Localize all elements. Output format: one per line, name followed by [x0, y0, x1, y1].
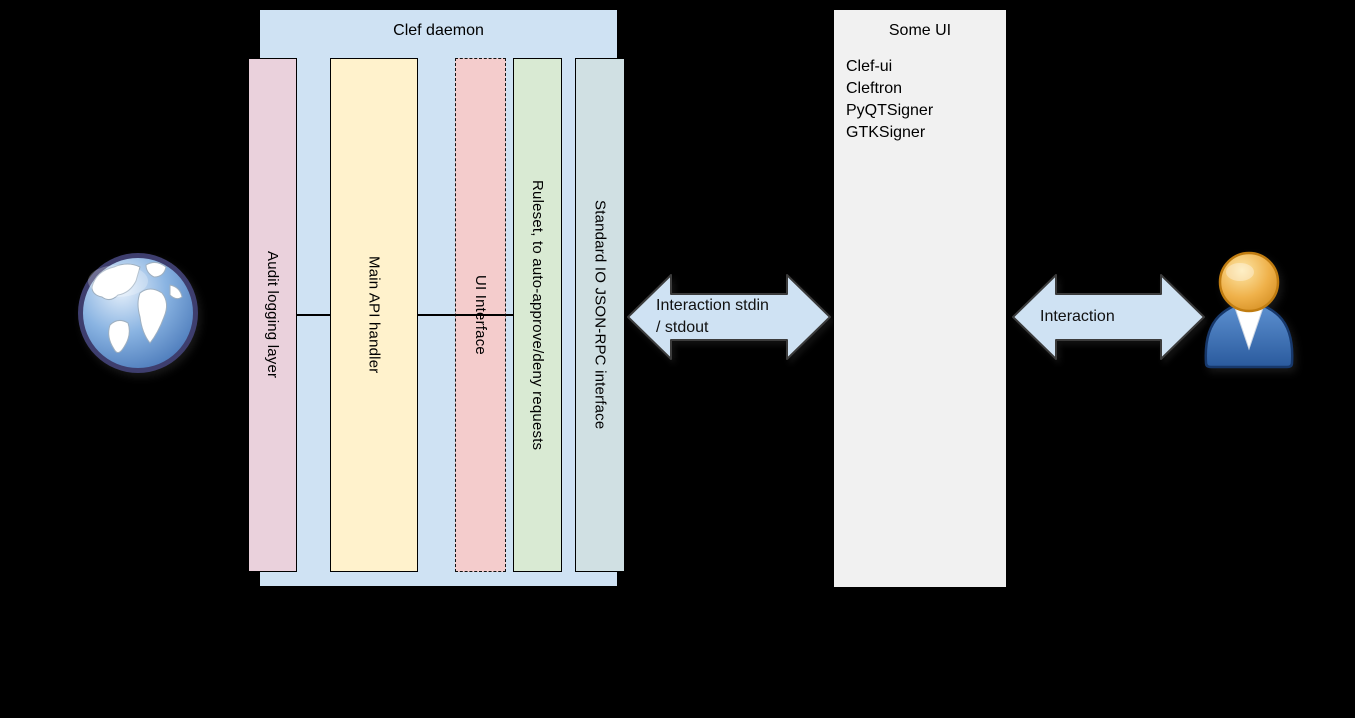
connector-line-api-to-ruleset: [418, 314, 514, 316]
column-stdio-jsonrpc: Standard IO JSON-RPC interface: [575, 58, 625, 572]
column-label-main-api-handler: Main API handler: [365, 256, 383, 374]
some-ui-title: Some UI: [888, 22, 952, 39]
some-ui-box: Some UI Clef-ui Cleftron PyQTSigner GTKS…: [833, 9, 1007, 588]
some-ui-item-cleftron: Cleftron: [846, 80, 903, 97]
column-label-ruleset: Ruleset, to auto-approve/deny requests: [529, 179, 546, 451]
user-icon: [1204, 251, 1294, 369]
stdin-stdout-arrow: [627, 274, 831, 360]
interaction-arrow: [1012, 274, 1205, 360]
some-ui-item-pyqtsigner: PyQTSigner: [846, 102, 934, 119]
globe-icon: [78, 253, 198, 373]
clef-daemon-box: Clef daemon: [259, 9, 618, 587]
some-ui-list: Clef-ui Cleftron PyQTSigner GTKSigner: [834, 56, 1006, 144]
connector-line-audit-to-api: [297, 314, 331, 316]
some-ui-item-clef-ui: Clef-ui: [846, 58, 893, 75]
clef-daemon-title: Clef daemon: [393, 22, 484, 39]
column-audit-logging-layer: Audit logging layer: [248, 58, 297, 572]
column-label-audit-logging-layer: Audit logging layer: [264, 251, 281, 379]
column-main-api-handler: Main API handler: [330, 58, 418, 572]
column-ruleset: Ruleset, to auto-approve/deny requests: [513, 58, 562, 572]
some-ui-item-gtksigner: GTKSigner: [846, 124, 926, 141]
column-label-stdio-jsonrpc: Standard IO JSON-RPC interface: [591, 200, 609, 430]
